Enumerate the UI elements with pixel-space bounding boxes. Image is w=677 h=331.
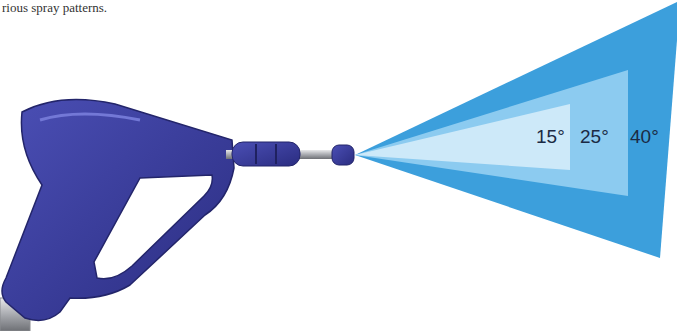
nozzle	[332, 145, 354, 165]
wand-grip	[232, 142, 300, 166]
spray-25	[355, 70, 628, 196]
gun-body	[2, 100, 234, 321]
angle-label: 15°	[536, 126, 565, 148]
spray-15	[355, 104, 570, 170]
grip-ridge	[275, 144, 277, 164]
angle-label: 25°	[580, 126, 609, 148]
spray-40	[355, 2, 677, 258]
gun-highlight	[40, 114, 140, 120]
angle-label: 40°	[630, 126, 659, 148]
caption-fragment: rious spray patterns.	[2, 0, 107, 16]
grip-ridge	[255, 144, 257, 164]
